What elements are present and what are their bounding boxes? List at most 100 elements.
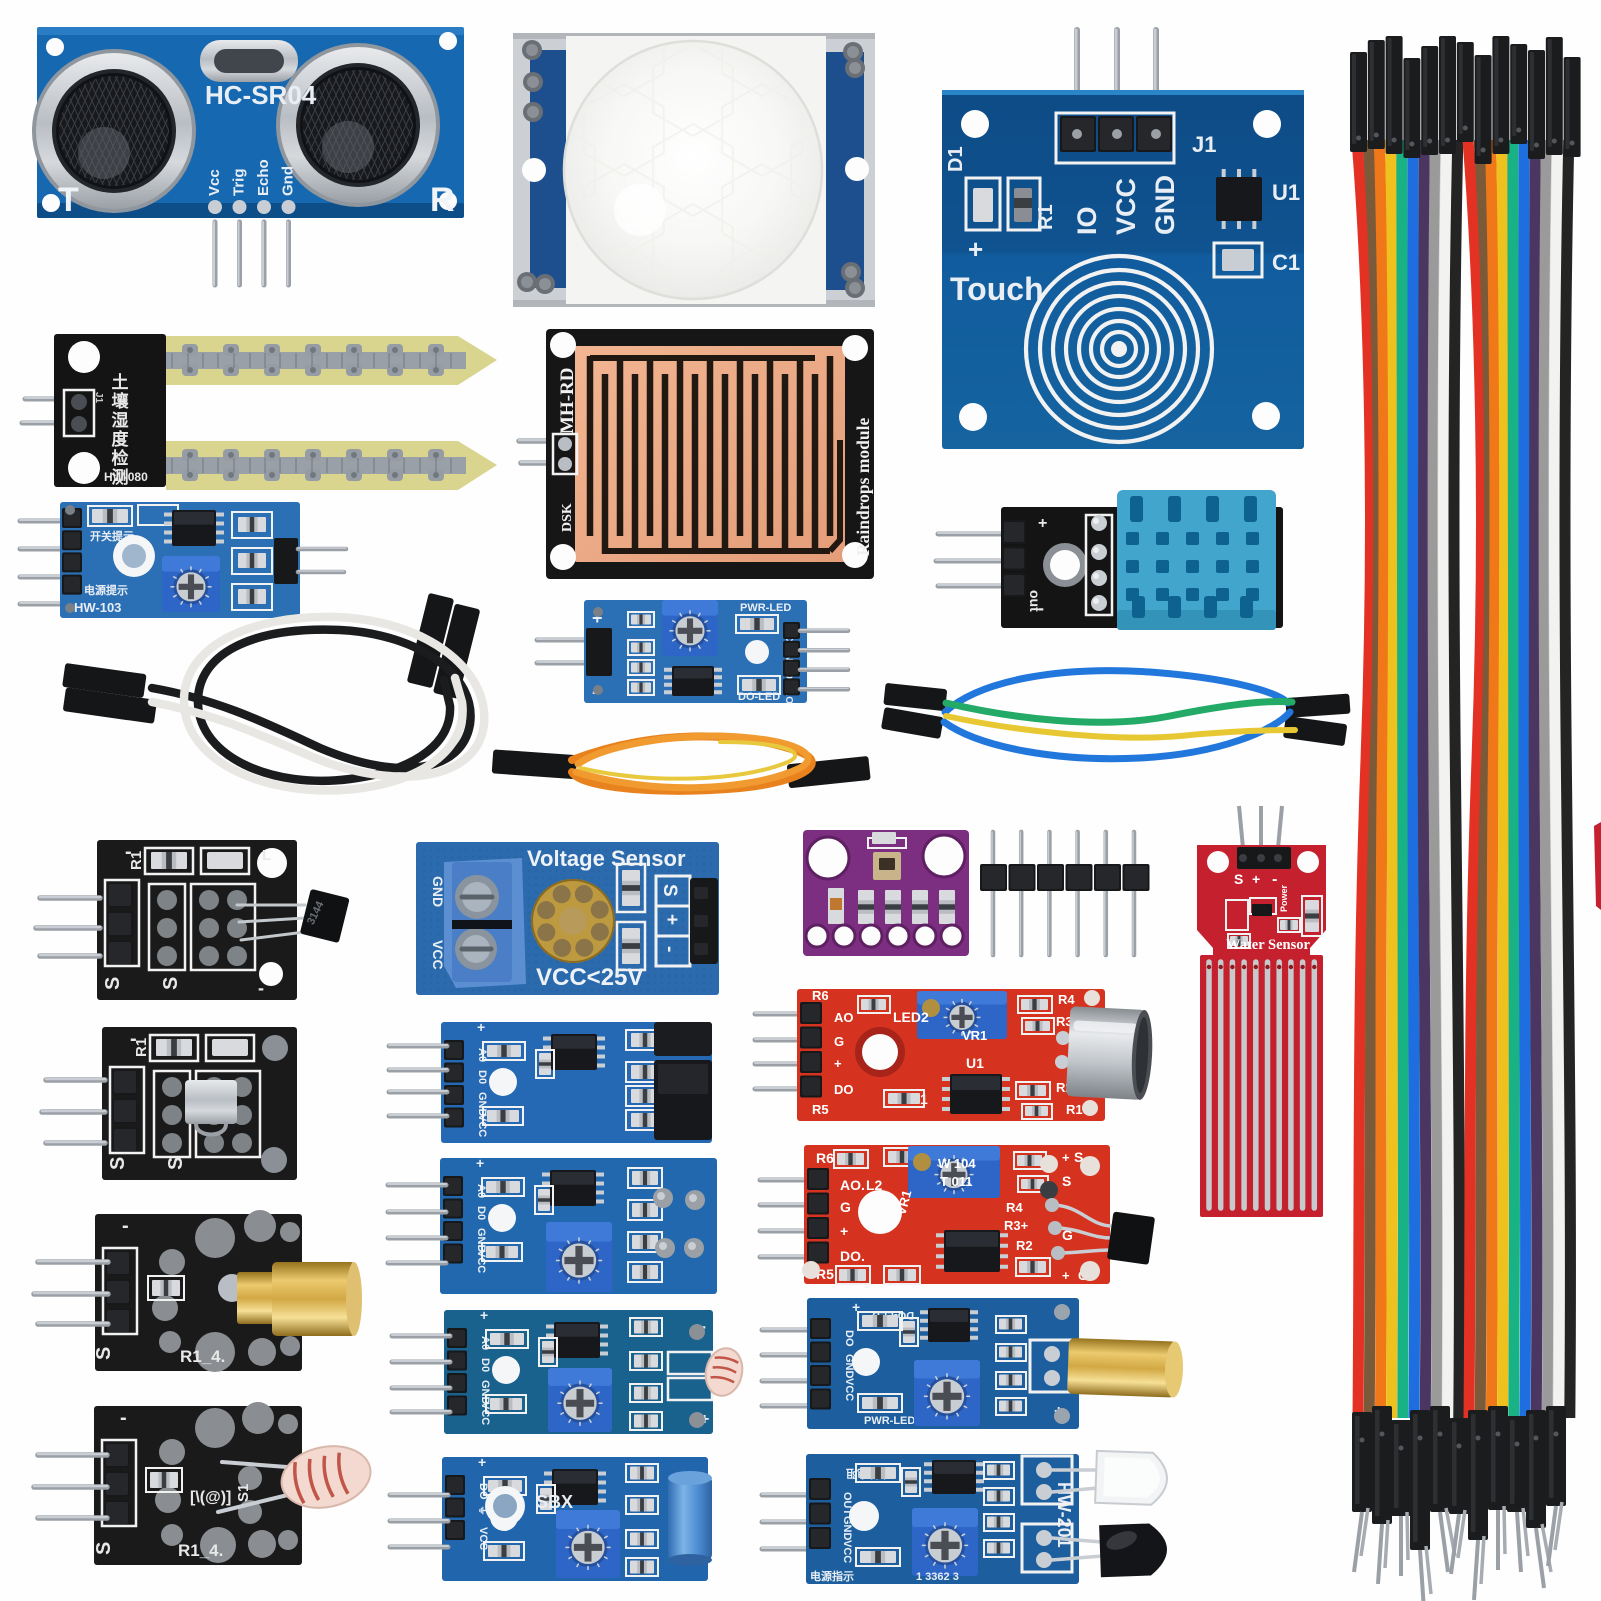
svg-text:VCC: VCC (841, 1540, 853, 1563)
svg-text:电源指示: 电源指示 (810, 1569, 854, 1583)
svg-text:+: + (968, 234, 983, 264)
svg-text:-: - (130, 1028, 137, 1050)
svg-text:测: 测 (112, 467, 129, 487)
svg-text:D0: D0 (479, 1358, 491, 1372)
svg-text:PWR-LED: PWR-LED (740, 602, 791, 614)
svg-text:D0: D0 (475, 1206, 487, 1220)
svg-text:Gnd: Gnd (280, 166, 297, 196)
svg-text:VR1: VR1 (962, 1028, 987, 1043)
svg-text:HC-SR04: HC-SR04 (205, 80, 317, 110)
svg-text:-: - (700, 1316, 706, 1336)
svg-text:GND: GND (430, 876, 446, 907)
svg-text:GND: GND (1150, 175, 1180, 235)
svg-text:C1: C1 (1272, 250, 1300, 275)
svg-text:T 011: T 011 (940, 1174, 973, 1189)
svg-text:HW-103: HW-103 (74, 600, 121, 615)
svg-text:J1: J1 (1192, 132, 1216, 157)
svg-text:检: 检 (112, 448, 129, 468)
svg-text:DO: DO (834, 1082, 854, 1097)
svg-text:S: S (659, 884, 680, 897)
svg-text:Power: Power (1279, 884, 1289, 912)
svg-text:-: - (1038, 598, 1044, 618)
svg-text:+: + (1062, 1150, 1070, 1165)
svg-text:J1: J1 (93, 392, 104, 404)
svg-text:U1: U1 (1272, 180, 1300, 205)
svg-text:R3+: R3+ (1004, 1218, 1029, 1233)
svg-text:DSK: DSK (560, 503, 575, 532)
svg-text:GND: GND (479, 1380, 491, 1405)
svg-text:AO: AO (783, 689, 794, 704)
svg-text:Trig: Trig (231, 168, 248, 196)
svg-text:R1_4.: R1_4. (178, 1541, 223, 1560)
svg-text:S: S (93, 1347, 115, 1360)
svg-text:Touch: Touch (950, 271, 1044, 307)
svg-text:+: + (661, 914, 682, 925)
svg-text:DO-LED: DO-LED (738, 691, 780, 703)
svg-text:Water Sensor: Water Sensor (1226, 937, 1310, 953)
svg-text:G: G (834, 1034, 844, 1049)
svg-text:S: S (1062, 1173, 1071, 1189)
svg-text:+: + (476, 1155, 484, 1171)
svg-text:L2: L2 (866, 1177, 883, 1193)
svg-text:S: S (160, 977, 182, 990)
svg-text:GND: GND (841, 1516, 853, 1541)
svg-text:VR1: VR1 (893, 1188, 914, 1216)
svg-text:电源提示: 电源提示 (84, 583, 128, 597)
svg-text:R1: R1 (133, 1038, 150, 1057)
svg-text:Voltage Sensor: Voltage Sensor (527, 846, 686, 871)
svg-text:土: 土 (112, 372, 129, 392)
svg-text:HW-201: HW-201 (1054, 1482, 1074, 1548)
svg-text:R1: R1 (1035, 204, 1057, 230)
svg-text:Vcc: Vcc (206, 169, 223, 196)
svg-text:1 3362 3: 1 3362 3 (916, 1571, 959, 1583)
svg-text:R2: R2 (1016, 1238, 1033, 1253)
svg-text:+: + (1062, 1268, 1070, 1283)
svg-text:U1: U1 (966, 1055, 984, 1071)
svg-text:Echo: Echo (255, 159, 272, 196)
svg-text:S: S (1074, 1149, 1083, 1165)
svg-text:S: S (165, 1157, 187, 1170)
svg-text:R1_4.: R1_4. (180, 1347, 225, 1366)
svg-text:-: - (125, 841, 132, 863)
svg-text:G: G (840, 1199, 851, 1215)
svg-text:S1: S1 (235, 1484, 252, 1502)
svg-text:+: + (834, 1056, 842, 1071)
svg-text:GND: GND (475, 1228, 487, 1253)
svg-text:R5: R5 (812, 1102, 829, 1117)
svg-text:-: - (258, 978, 264, 998)
svg-text:+: + (1038, 515, 1047, 532)
svg-text:+: + (477, 1019, 485, 1035)
svg-text:-: - (659, 946, 680, 952)
svg-text:VCC: VCC (1111, 178, 1141, 235)
svg-text:+: + (840, 1223, 848, 1239)
svg-text:R6: R6 (812, 988, 829, 1003)
svg-text:[\(@)]: [\(@)] (190, 1489, 231, 1506)
svg-text:S: S (102, 977, 124, 990)
svg-text:R1: R1 (128, 851, 145, 870)
svg-text:R4: R4 (1058, 992, 1075, 1007)
svg-text:D0: D0 (476, 1070, 488, 1084)
svg-text:S: S (1234, 871, 1243, 887)
svg-text:L: L (262, 847, 271, 864)
svg-text:LED2: LED2 (893, 1009, 929, 1025)
svg-text:+: + (1252, 871, 1260, 887)
svg-text:AO.: AO. (840, 1177, 865, 1193)
svg-text:G: G (1062, 1227, 1073, 1243)
svg-text:-: - (1272, 871, 1277, 888)
svg-text:+: + (852, 1299, 860, 1315)
svg-text:⏚: ⏚ (477, 1505, 490, 1516)
svg-text:GND: GND (476, 1092, 488, 1117)
svg-text:R1: R1 (1066, 1102, 1083, 1117)
svg-text:R4: R4 (1006, 1200, 1023, 1215)
svg-text:+: + (478, 1454, 486, 1470)
svg-text:壤: 壤 (112, 391, 130, 411)
svg-text:VCC<25V: VCC<25V (536, 964, 643, 991)
svg-text:R3: R3 (1056, 1014, 1073, 1029)
svg-text:R5: R5 (816, 1266, 834, 1282)
svg-text:W 104: W 104 (938, 1156, 976, 1171)
svg-text:HW-080: HW-080 (104, 470, 148, 484)
svg-text:R6: R6 (816, 1150, 834, 1166)
svg-text:OUT: OUT (841, 1492, 853, 1516)
svg-text:D1: D1 (945, 146, 967, 172)
svg-text:-: - (120, 1407, 127, 1429)
